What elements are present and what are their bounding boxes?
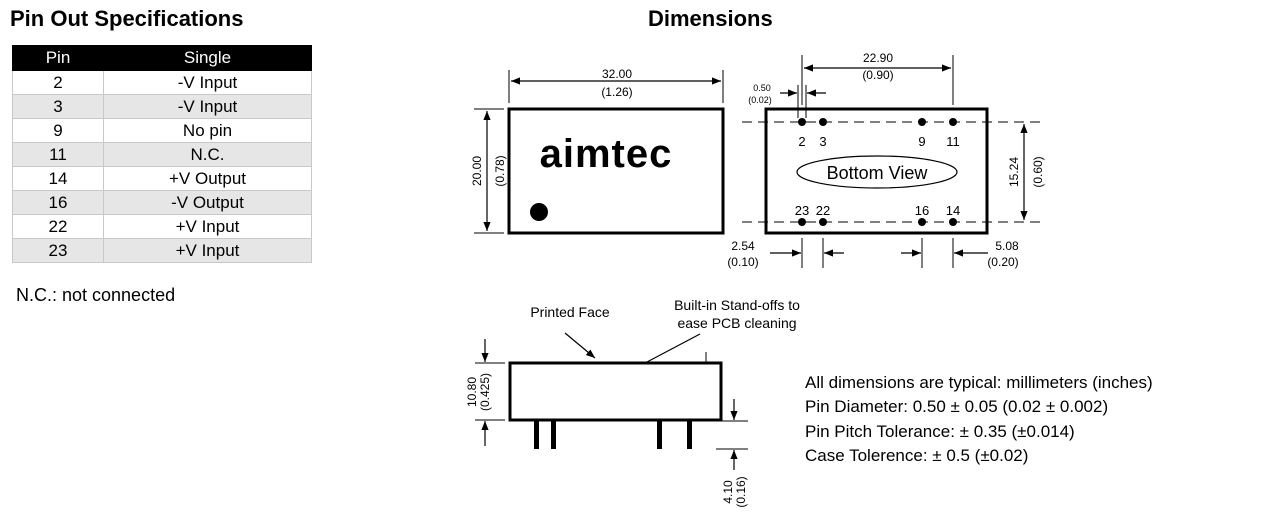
- pin-diameter-in-label: (0.02): [748, 95, 772, 105]
- table-row: 3-V Input: [12, 94, 312, 119]
- side-pin: [657, 421, 662, 449]
- offset-mm-label: 2.54: [731, 239, 755, 253]
- pin-function: N.C.: [103, 142, 312, 167]
- spec-pin-pitch: Pin Pitch Tolerance: ± 0.35 (±0.014): [805, 422, 1075, 441]
- pin-span-mm-label: 22.90: [863, 51, 893, 65]
- table-row: 23+V Input: [12, 238, 312, 263]
- side-pin: [687, 421, 692, 449]
- pin-number: 11: [12, 142, 104, 167]
- width-mm-label: 32.00: [602, 67, 632, 81]
- height-in-label: (0.78): [493, 155, 507, 186]
- pinout-header-single: Single: [103, 45, 312, 71]
- pin-number: 16: [12, 190, 104, 215]
- pin-dot: [798, 118, 806, 126]
- module-bottom-outline: [764, 107, 989, 235]
- pin-dot: [819, 218, 827, 226]
- pin-function: +V Input: [103, 214, 312, 239]
- pitch-mm-label: 5.08: [995, 239, 1019, 253]
- bottom-view: 2 3 9 11 23 22 16 14 Bottom View 22.90 (…: [727, 51, 1045, 269]
- table-row: 16-V Output: [12, 190, 312, 215]
- standoffs-leader: [646, 333, 701, 363]
- pin-span-in-label: (0.90): [862, 68, 893, 82]
- body-height-mm-label: 10.80: [465, 377, 479, 407]
- pinout-note: N.C.: not connected: [16, 285, 176, 305]
- spec-case-tolerance: Case Tolerence: ± 0.5 (±0.02): [805, 446, 1029, 465]
- bottom-view-label: Bottom View: [827, 163, 929, 183]
- printed-face-label: Printed Face: [530, 304, 610, 320]
- top-view: aimtec 32.00 (1.26) 20.00 (0.78): [470, 67, 725, 235]
- pin-dot: [798, 218, 806, 226]
- brand-logo: aimtec: [540, 132, 673, 176]
- bottom-view-ellipse: [796, 155, 958, 189]
- pin-label-23: 23: [795, 203, 809, 218]
- pin-label-9: 9: [918, 134, 925, 149]
- pin-label-2: 2: [798, 134, 805, 149]
- pin-function: -V Output: [103, 190, 312, 215]
- pin-number: 23: [12, 238, 104, 263]
- height-mm-label: 20.00: [470, 156, 484, 186]
- side-pin: [534, 421, 539, 449]
- pin-label-16: 16: [915, 203, 929, 218]
- standoffs-label-line2: ease PCB cleaning: [677, 315, 796, 331]
- row-spacing-in-label: (0.60): [1031, 156, 1045, 187]
- side-view: Printed Face Built-in Stand-offs to ease…: [465, 297, 800, 508]
- module-side-outline: [508, 361, 723, 422]
- pin-dot: [949, 118, 957, 126]
- pin-diameter-mm-label: 0.50: [753, 83, 771, 93]
- table-row: 22+V Input: [12, 214, 312, 239]
- spec-pin-diameter: Pin Diameter: 0.50 ± 0.05 (0.02 ± 0.002): [805, 397, 1109, 416]
- pinout-title: Pin Out Specifications: [10, 6, 244, 31]
- pin-dot: [819, 118, 827, 126]
- pin-label-22: 22: [816, 203, 830, 218]
- pitch-in-label: (0.20): [987, 255, 1018, 269]
- printed-face-leader: [564, 332, 596, 359]
- pinout-header-pin: Pin: [12, 45, 104, 71]
- pin-dot: [918, 118, 926, 126]
- pin-label-14: 14: [946, 203, 960, 218]
- pin-length-in-label: (0.16): [734, 476, 748, 507]
- pin-number: 3: [12, 94, 104, 119]
- side-pin: [551, 421, 556, 449]
- pin-dot: [949, 218, 957, 226]
- offset-in-label: (0.10): [727, 255, 758, 269]
- row-spacing-mm-label: 15.24: [1007, 157, 1021, 187]
- pinout-header-row: Pin Single: [12, 45, 312, 71]
- width-in-label: (1.26): [601, 85, 632, 99]
- spec-units: All dimensions are typical: millimeters …: [805, 373, 1153, 392]
- body-height-in-label: (0.425): [478, 373, 492, 411]
- pin-number: 22: [12, 214, 104, 239]
- pin-dot: [918, 218, 926, 226]
- pin-function: -V Input: [103, 94, 312, 119]
- pin1-marker: [530, 203, 548, 221]
- pin-function: +V Input: [103, 238, 312, 263]
- pin-length-mm-label: 4.10: [721, 480, 735, 504]
- dimensions-title: Dimensions: [648, 6, 773, 31]
- pin-label-11: 11: [946, 134, 960, 149]
- standoffs-label-line1: Built-in Stand-offs to: [674, 297, 800, 313]
- pin-label-3: 3: [819, 134, 826, 149]
